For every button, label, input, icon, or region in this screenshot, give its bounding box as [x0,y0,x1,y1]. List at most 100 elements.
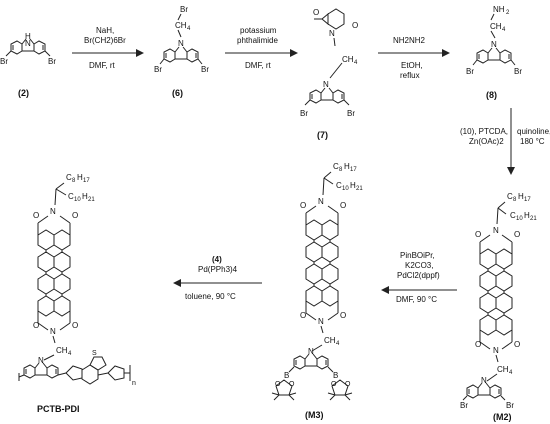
svg-text:4: 4 [336,341,340,347]
atom-br: Br [347,109,355,118]
polymer-pctb-pdi: C 8 H 17 C 10 H 21 N O O O O N CH 4 N S [18,173,136,414]
atom-br: Br [514,67,522,76]
reagent-line: NH2NH2 [393,36,426,45]
atom-n: N [308,347,314,356]
svg-text:8: 8 [72,178,76,184]
group-ch2n: CH [56,346,68,355]
alkyl-c8h17: C [507,192,513,201]
atom-o: O [340,201,346,210]
atom-br: Br [48,57,56,66]
svg-text:4: 4 [509,370,513,376]
atom-br: Br [154,65,162,74]
svg-text:H: H [77,173,83,182]
atom-n: N [178,39,184,48]
compound-label-8: (8) [486,90,497,100]
atom-n: N [318,317,324,326]
reagent-line: (10), PTCDA, [460,127,508,136]
group-nh2: NH [493,5,505,14]
reagent-line: Pd(PPh3)4 [198,265,238,274]
atom-o: O [72,321,78,330]
atom-o: O [345,381,351,388]
atom-b: B [333,371,338,380]
atom-b: B [284,371,289,380]
reagent-line: phthalimide [237,36,278,45]
atom-n: N [25,39,31,48]
reagent-line: potassium [240,26,277,35]
reagent-line: PdCl2(dppf) [397,271,440,280]
group-nh2-sub: 2 [506,10,510,16]
atom-br: Br [466,67,474,76]
compound-label-7: (7) [317,130,328,140]
svg-text:17: 17 [350,167,357,173]
compound-label-polymer: PCTB-PDI [37,404,80,414]
compound-7: O N O CH 4 N Br Br (7) [300,8,358,140]
compound-label-2: (2) [18,88,29,98]
compound-m3: C 8 H 17 C 10 H 21 N O O O O N CH 4 N B … [271,162,363,420]
condition-line: reflux [400,71,420,80]
atom-o: O [300,311,306,320]
compound-m2: C 8 H 17 C 10 H 21 N O O O O N CH 4 N Br… [460,192,537,422]
reaction-arrow-2: potassium phthalimide DMF, rt [225,26,298,70]
svg-text:H: H [344,162,350,171]
svg-text:21: 21 [530,216,537,222]
svg-text:10: 10 [342,186,349,192]
alkyl-c10h21: C [68,192,74,201]
svg-text:4: 4 [68,351,72,357]
group-ch2n: CH [490,22,502,31]
atom-n: N [323,80,329,89]
reaction-arrow-1: NaH, Br(CH2)6Br DMF, rt [72,26,144,70]
condition-line: DMF, 90 °C [396,295,437,304]
atom-o: O [33,211,39,220]
svg-text:10: 10 [516,216,523,222]
atom-br: Br [506,401,514,410]
compound-label-6: (6) [172,88,183,98]
alkyl-c8h17: C [333,162,339,171]
reaction-arrow-4: (10), PTCDA, Zn(OAc)2 quinoline, 180 °C [460,108,550,175]
svg-text:H: H [524,211,530,220]
atom-o: O [475,230,481,239]
repeat-unit-n: n [132,380,136,387]
reagent-line: PinBOiPr, [400,251,435,260]
atom-o: O [514,230,520,239]
reaction-arrow-6: (4) Pd(PPh3)4 toluene, 90 °C [173,255,262,301]
group-ch2n: CH [324,336,336,345]
svg-text:17: 17 [524,197,531,203]
condition-line: EtOH, [401,61,423,70]
atom-o: O [300,201,306,210]
group-ch2n: CH [342,55,354,64]
group-ch2n: CH [175,21,187,30]
atom-o: O [475,340,481,349]
alkyl-c10h21: C [336,181,342,190]
svg-text:10: 10 [74,197,81,203]
atom-n: N [329,29,335,38]
group-ch2n: CH [497,365,509,374]
group-ch2n-sub: 4 [187,26,191,32]
atom-br: Br [180,5,188,14]
svg-text:H: H [518,192,524,201]
atom-n: N [481,376,487,385]
atom-o: O [313,8,319,17]
atom-o: O [340,311,346,320]
condition-line: quinoline, [517,127,550,136]
atom-o: O [331,381,337,388]
svg-text:8: 8 [513,197,517,203]
svg-text:H: H [350,181,356,190]
svg-text:21: 21 [356,186,363,192]
svg-text:8: 8 [339,167,343,173]
condition-line: toluene, 90 °C [185,292,236,301]
atom-br: Br [460,401,468,410]
svg-text:H: H [82,192,88,201]
atom-n: N [38,356,44,365]
condition-line: 180 °C [520,137,545,146]
atom-n: N [318,197,324,206]
reaction-arrow-5: PinBOiPr, K2CO3, PdCl2(dppf) DMF, 90 °C [381,251,457,304]
atom-o: O [289,381,295,388]
svg-text:21: 21 [88,197,95,203]
atom-o: O [275,381,281,388]
atom-o: O [514,340,520,349]
group-ch2n-sub: 4 [502,27,506,33]
atom-s: S [92,350,97,357]
reagent-line: Br(CH2)6Br [84,36,126,45]
reagent-line: Zn(OAc)2 [469,137,504,146]
